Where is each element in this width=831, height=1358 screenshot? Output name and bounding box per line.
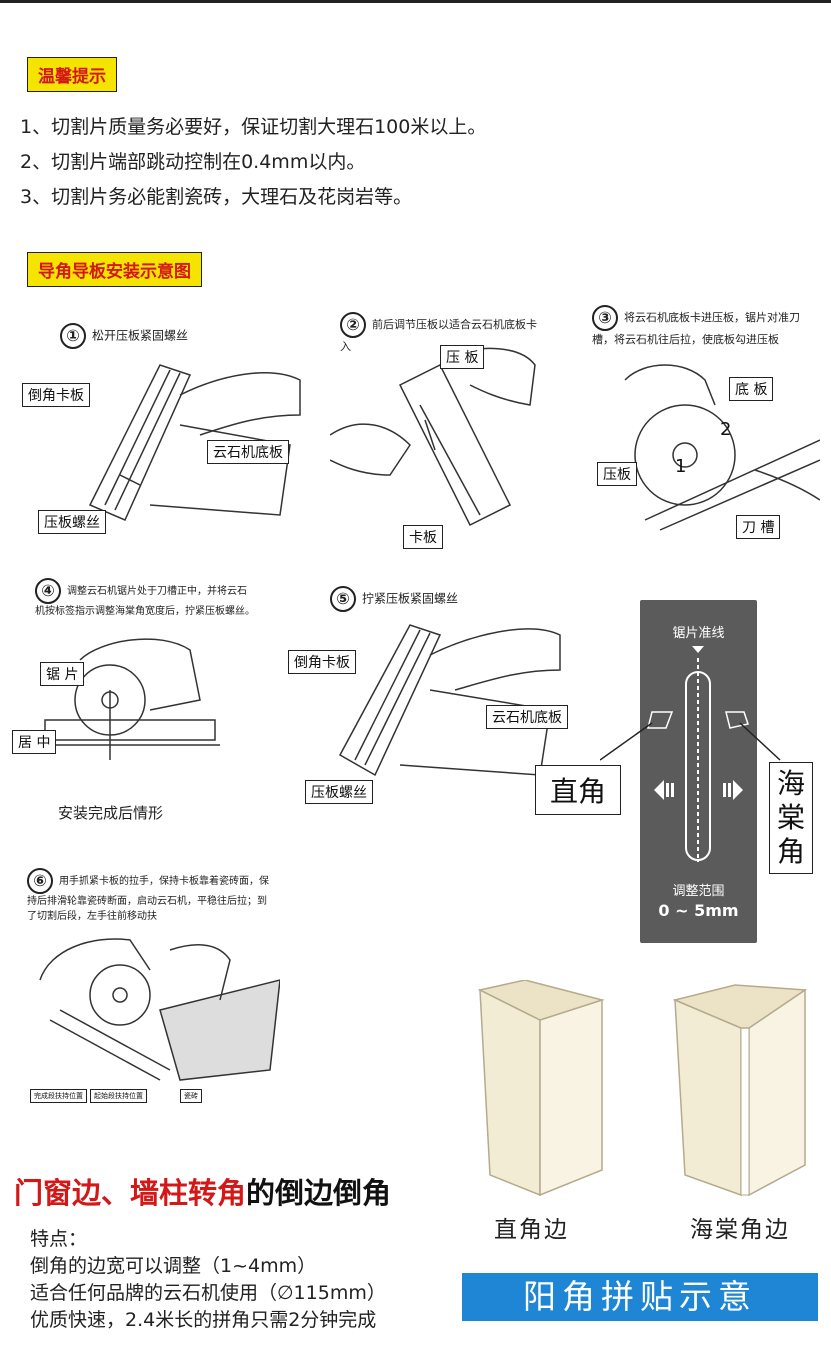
feature-item: 优质快速，2.4米长的拼角只需2分钟完成 <box>30 1309 377 1331</box>
label-finish-hold: 完成段扶持位置 <box>30 1089 87 1103</box>
panel-guide-line-label: 锯片准线 <box>672 626 725 641</box>
step-4-text: 调整云石机锯片处于刀槽正中，并将云石机按标签指示调整海棠角宽度后，拧紧压板螺丝。 <box>35 586 255 617</box>
step-5-illustration <box>338 624 561 777</box>
label-blade-groove: 刀 槽 <box>736 515 781 539</box>
label-clamp-board: 卡板 <box>403 525 443 549</box>
notes-list: 1、切割片质量务必要好，保证切割大理石100米以上。 2、切割片端部跳动控制在0… <box>20 110 486 215</box>
step-1-illustration <box>88 364 301 521</box>
note-item: 1、切割片质量务必要好，保证切割大理石100米以上。 <box>20 116 487 138</box>
headline-part1: 门窗边、 <box>14 1176 131 1210</box>
install-badge: 导角导板安装示意图 <box>27 252 202 287</box>
step-1-caption: ① 松开压板紧固螺丝 <box>60 323 188 349</box>
haitang-angle-box: 海棠角 <box>769 762 813 874</box>
step-2-number: ② <box>340 312 366 338</box>
haitang-edge-label: 海棠角边 <box>690 1217 790 1243</box>
adjustment-panel: 锯片准线 调整范围 0 ~ 5mm <box>640 600 757 943</box>
step-1-text: 松开压板紧固螺丝 <box>92 328 189 343</box>
step-3-number: ③ <box>592 305 618 331</box>
right-angle-box: 直角 <box>535 765 622 815</box>
label-saw-base-2: 云石机底板 <box>486 705 568 729</box>
note-item: 2、切割片端部跳动控制在0.4mm以内。 <box>20 151 366 173</box>
headline-part3: 的倒边倒角 <box>246 1176 392 1210</box>
note-item: 3、切割片务必能割瓷砖，大理石及花岗岩等。 <box>20 186 413 208</box>
label-start-hold: 起始段扶持位置 <box>90 1089 147 1103</box>
step-4-result-caption: 安装完成后情形 <box>58 804 164 822</box>
label-chamfer-board: 倒角卡板 <box>22 383 90 407</box>
step-6-number: ⑥ <box>27 868 53 894</box>
top-border <box>0 0 831 3</box>
step-4-number: ④ <box>35 578 61 604</box>
step-6-illustration <box>39 938 280 1081</box>
step-2-text: 前后调节压板以适合云石机底板卡入 <box>340 318 537 353</box>
step-3-illustration: 2 1 <box>624 364 820 531</box>
panel-range-value: 0 ~ 5mm <box>658 901 739 920</box>
panel-range-label: 调整范围 <box>672 884 725 899</box>
label-saw-base: 云石机底板 <box>207 440 289 464</box>
headline-part2: 墙柱转角 <box>130 1176 247 1210</box>
label-chamfer-board-2: 倒角卡板 <box>288 650 356 674</box>
label-base-plate: 底 板 <box>729 377 774 401</box>
label-tile: 瓷砖 <box>180 1089 202 1103</box>
banner-text: 阳角拼贴示意 <box>523 1277 757 1316</box>
step-6-text: 用手抓紧卡板的拉手，保持卡板靠着瓷砖面，保持后排滑轮靠瓷砖断面，启动云石机，平稳… <box>27 876 269 922</box>
label-plate-screw: 压板螺丝 <box>38 510 106 534</box>
label-plate: 压板 <box>597 462 637 486</box>
step-1-number: ① <box>60 323 86 349</box>
step-4-illustration <box>40 638 220 760</box>
tip-badge: 温馨提示 <box>27 57 117 92</box>
label-pressure-plate: 压 板 <box>440 345 485 369</box>
step-3-text: 将云石机底板卡进压板，锯片对准刀槽，将云石机往后拉，使底板勾进压板 <box>592 311 800 346</box>
feature-item: 倒角的边宽可以调整（1~4mm） <box>30 1255 317 1277</box>
step-5-text: 拧紧压板紧固螺丝 <box>362 591 459 606</box>
right-angle-corner <box>477 980 605 1197</box>
panel-connectors <box>600 722 781 761</box>
features-title: 特点： <box>30 1228 88 1250</box>
feature-item: 适合任何品牌的云石机使用（∅115mm） <box>30 1282 386 1304</box>
label-blade: 锯 片 <box>40 662 85 686</box>
svg-text:2: 2 <box>720 419 731 440</box>
svg-text:1: 1 <box>675 456 686 477</box>
label-plate-screw-2: 压板螺丝 <box>305 780 373 804</box>
banner: 阳角拼贴示意 <box>462 1273 818 1321</box>
headline: 门窗边、墙柱转角的倒边倒角 <box>14 1170 391 1212</box>
step-5-caption: ⑤ 拧紧压板紧固螺丝 <box>330 586 458 612</box>
label-center: 居 中 <box>12 730 57 754</box>
panel-diagram <box>647 646 749 862</box>
haitang-corner <box>672 984 808 1197</box>
step-5-number: ⑤ <box>330 586 356 612</box>
features-list: 特点： 倒角的边宽可以调整（1~4mm） 适合任何品牌的云石机使用（∅115mm… <box>30 1226 386 1334</box>
right-angle-edge-label: 直角边 <box>494 1217 569 1243</box>
step-2-illustration <box>330 347 536 527</box>
